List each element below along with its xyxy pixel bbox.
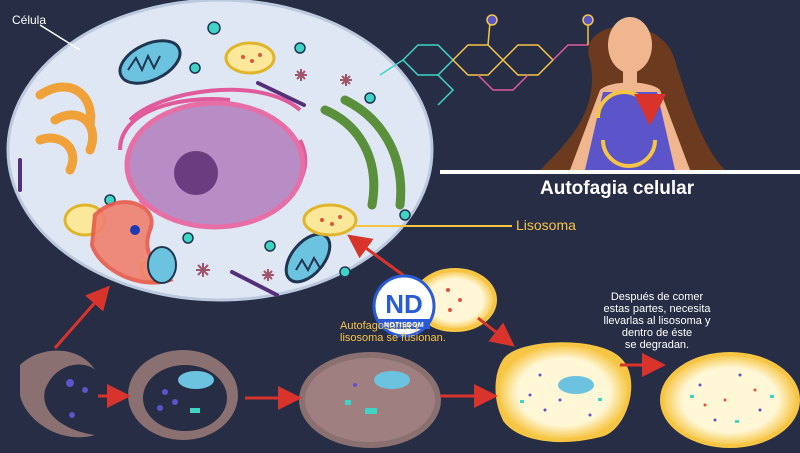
cell-illustration [6, 0, 434, 302]
nucleolus [174, 151, 218, 195]
fusion-caption: Autofagosoma y lisosoma se fusionan. [340, 320, 446, 344]
page-title: Autofagia celular [540, 178, 695, 199]
nd-logo [372, 274, 436, 338]
centrioles [196, 69, 352, 281]
golgi-apparatus [35, 82, 98, 175]
recycle-arrows-icon [596, 90, 666, 126]
cell-label: Célula [12, 13, 47, 27]
degradation-caption: Después de comer estas partes, necesita … [603, 291, 711, 351]
green-organelle [320, 95, 406, 210]
red-arrow-icon [53, 234, 666, 410]
logo-mark: ND [385, 289, 423, 319]
logo-brand: NOTISDOM [383, 322, 425, 329]
ribosomes [104, 21, 411, 278]
autophagy-sequence [20, 268, 800, 448]
mitochondria [118, 39, 332, 284]
woman-figure-icon [540, 17, 725, 170]
molecule-hexagons-icon [379, 21, 589, 106]
lysosome-label: Lisosoma [516, 217, 576, 233]
